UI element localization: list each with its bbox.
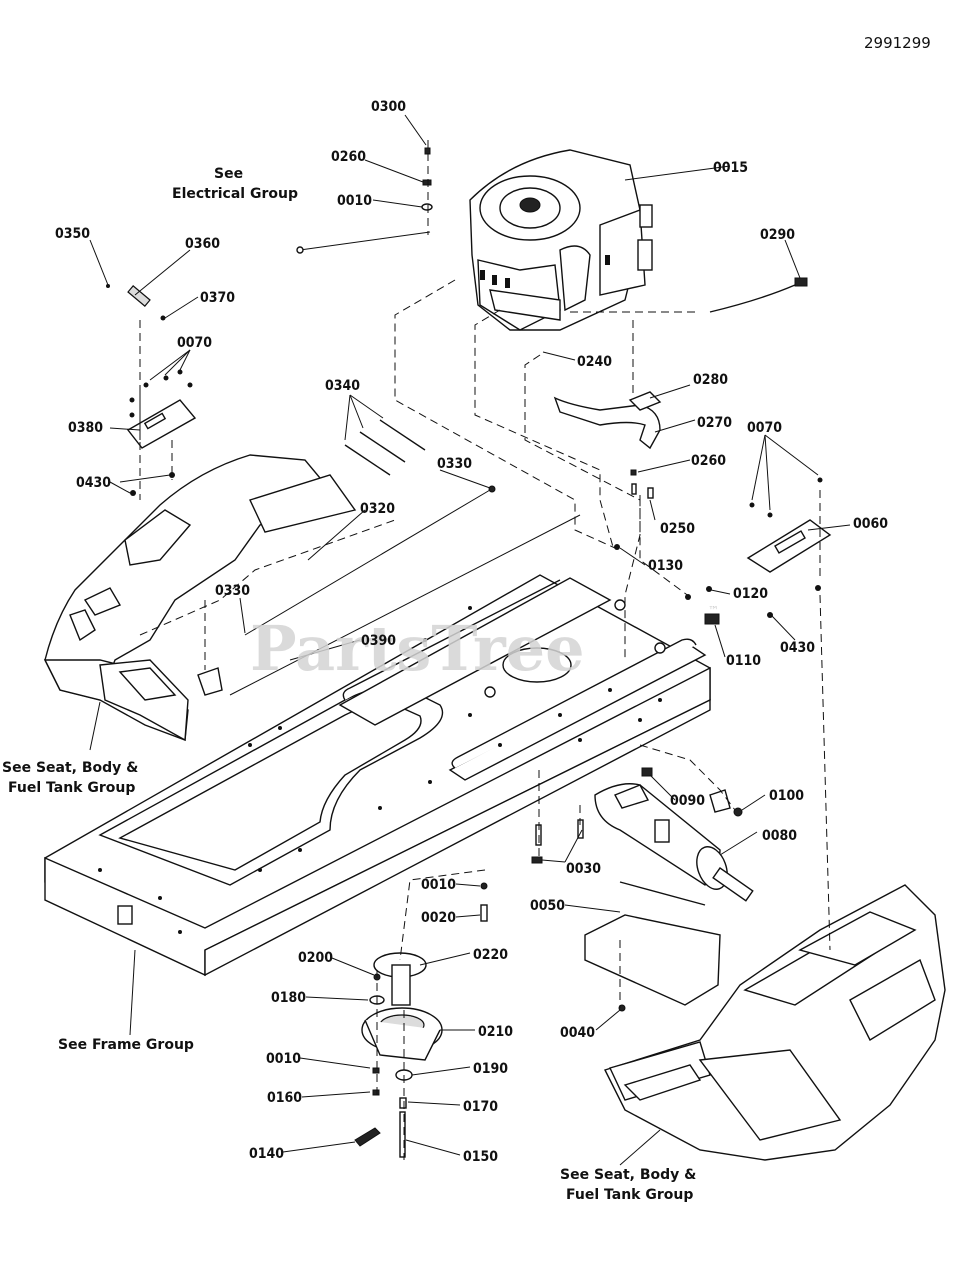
callout-0010[interactable]: 0010 [266, 1051, 301, 1067]
parts-drawing [106, 147, 832, 1158]
callout-0330[interactable]: 0330 [437, 456, 472, 472]
callout-0390[interactable]: 0390 [361, 633, 396, 649]
callout-0030[interactable]: 0030 [566, 861, 601, 877]
note-seat-left-line1[interactable]: See Seat, Body & [2, 760, 138, 776]
callout-0100[interactable]: 0100 [769, 788, 804, 804]
note-seat-right-line2[interactable]: Fuel Tank Group [566, 1187, 693, 1203]
note-seat-right-line1[interactable]: See Seat, Body & [560, 1167, 696, 1183]
callout-0430[interactable]: 0430 [780, 640, 815, 656]
callout-0010[interactable]: 0010 [421, 877, 456, 893]
callout-0300[interactable]: 0300 [371, 99, 406, 115]
callout-0350[interactable]: 0350 [55, 226, 90, 242]
callout-0070[interactable]: 0070 [747, 420, 782, 436]
callout-0270[interactable]: 0270 [697, 415, 732, 431]
callout-0020[interactable]: 0020 [421, 910, 456, 926]
note-electrical-line2[interactable]: Electrical Group [172, 186, 298, 202]
reference-notes: See Electrical Group See Seat, Body & Fu… [2, 166, 696, 1203]
callout-0010[interactable]: 0010 [337, 193, 372, 209]
callout-0170[interactable]: 0170 [463, 1099, 498, 1115]
note-electrical-line1[interactable]: See [214, 166, 243, 182]
diagram-number: 2991299 [864, 34, 931, 52]
callout-0220[interactable]: 0220 [473, 947, 508, 963]
callout-0015[interactable]: 0015 [713, 160, 748, 176]
callout-0250[interactable]: 0250 [660, 521, 695, 537]
callout-0040[interactable]: 0040 [560, 1025, 595, 1041]
watermark: PartsTree [250, 612, 585, 685]
callout-0290[interactable]: 0290 [760, 227, 795, 243]
callout-0130[interactable]: 0130 [648, 558, 683, 574]
callout-0260[interactable]: 0260 [331, 149, 366, 165]
callout-0380[interactable]: 0380 [68, 420, 103, 436]
callout-0160[interactable]: 0160 [267, 1090, 302, 1106]
callout-0190[interactable]: 0190 [473, 1061, 508, 1077]
callout-0150[interactable]: 0150 [463, 1149, 498, 1165]
callout-0120[interactable]: 0120 [733, 586, 768, 602]
right-fender-drawing [604, 884, 946, 1161]
note-seat-left-line2[interactable]: Fuel Tank Group [8, 780, 135, 796]
note-frame[interactable]: See Frame Group [58, 1037, 194, 1053]
callout-0050[interactable]: 0050 [530, 898, 565, 914]
callout-0240[interactable]: 0240 [577, 354, 612, 370]
callout-0090[interactable]: 0090 [670, 793, 705, 809]
leader-lines [89, 114, 851, 1166]
callout-0370[interactable]: 0370 [200, 290, 235, 306]
callout-0070[interactable]: 0070 [177, 335, 212, 351]
callout-0280[interactable]: 0280 [693, 372, 728, 388]
callout-0110[interactable]: 0110 [726, 653, 761, 669]
callout-0320[interactable]: 0320 [360, 501, 395, 517]
callout-0330[interactable]: 0330 [215, 583, 250, 599]
callout-0180[interactable]: 0180 [271, 990, 306, 1006]
alignment-lines [139, 140, 831, 1160]
callout-0260[interactable]: 0260 [691, 453, 726, 469]
callout-0060[interactable]: 0060 [853, 516, 888, 532]
left-fender-drawing [43, 454, 357, 742]
callout-0430[interactable]: 0430 [76, 475, 111, 491]
callout-0140[interactable]: 0140 [249, 1146, 284, 1162]
callout-0200[interactable]: 0200 [298, 950, 333, 966]
callout-0360[interactable]: 0360 [185, 236, 220, 252]
callouts: 0300 0260 0010 0015 0350 0360 0370 0070 … [55, 99, 888, 1165]
callout-0340[interactable]: 0340 [325, 378, 360, 394]
watermark-tm: ™ [708, 604, 719, 617]
callout-0210[interactable]: 0210 [478, 1024, 513, 1040]
callout-0080[interactable]: 0080 [762, 828, 797, 844]
engine-drawing [469, 149, 653, 331]
frame-drawing [44, 574, 711, 977]
